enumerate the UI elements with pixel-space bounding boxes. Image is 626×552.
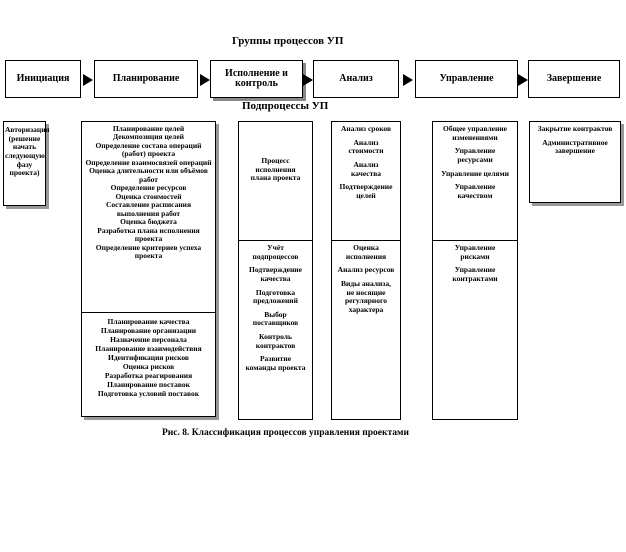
planning-item: Оценка стоимостей [115,191,182,201]
planning-item: Оценка длительности или объёмов работ [89,166,208,184]
phase-label: Исполнение и контроль [225,67,288,89]
management-column: Общее управление изменениями Управление … [432,121,518,420]
arrow-right-icon [403,74,413,86]
phase-label: Инициация [16,72,70,84]
planning-item: Оценка бюджета [120,217,177,227]
phase-label: Завершение [546,72,602,84]
phase-label: Анализ [339,72,373,84]
subprocesses-title: Подпроцессы УП [242,100,329,112]
management-item: Управление ресурсами [454,146,496,164]
planning-item: Идентификация рисков [108,353,189,362]
phase-label: Управление [439,72,494,84]
analysis-item: Анализ стоимости [348,137,384,156]
analysis-item: Анализ сроков [340,124,392,133]
arrow-right-icon [200,74,210,86]
planning-divider [82,312,215,313]
planning-item: Разработка плана исполнения проекта [97,225,200,244]
arrow-right-icon [83,74,93,86]
planning-item: Составление расписания выполнения работ [105,200,192,218]
analysis-column: Анализ сроков Анализ стоимости Анализ ка… [331,121,401,420]
planning-item: Определение критериев успеха проекта [95,242,202,261]
planning-item: Разработка реагирования [104,371,193,380]
planning-item: Определение состава операций (работ) про… [95,140,202,159]
planning-item: Оценка рисков [122,362,175,371]
arrow-right-icon [518,74,528,86]
diagram-title: Группы процессов УП [232,35,344,47]
phase-execution-control: Исполнение и контроль [210,60,303,98]
completion-item: Административное завершение [542,137,608,156]
execution-item: Развитие команды проекта [245,354,306,372]
planning-column: Планирование целей Декомпозиция целей Оп… [81,121,216,417]
phase-management: Управление [415,60,518,98]
management-item: Общее управление изменениями [443,124,507,142]
execution-item: Подтверждение качества [249,265,302,283]
management-item: Управление целями [441,168,509,178]
analysis-item: Анализ качества [350,159,382,178]
analysis-item: Подтверждение целей [339,182,393,200]
planning-item: Определение ресурсов [110,183,187,193]
planning-item: Назначение персонала [110,335,187,344]
phase-initiation: Инициация [5,60,81,98]
analysis-item: Виды анализа, не носящие регулярного хар… [341,278,391,314]
planning-item: Подготовка условий поставок [97,389,200,398]
initiation-column: Авторизация (решение начать следующую фа… [3,121,50,206]
execution-item: Выбор поставщиков [252,309,299,328]
management-divider [433,240,517,241]
completion-item: Закрытие контрактов [537,124,613,133]
analysis-item: Анализ ресурсов [337,265,395,275]
analysis-item: Оценка исполнения [345,243,387,261]
management-item: Управление рисками [454,243,496,261]
planning-item: Планирование организации [100,326,197,335]
analysis-divider [332,240,400,241]
execution-item: Учёт подпроцессов [252,243,299,261]
planning-item: Определение взаимосвязей операций [85,157,212,167]
arrow-right-icon [303,74,313,86]
planning-item: Планирование качества [107,317,190,326]
planning-item: Декомпозиция целей [112,132,184,142]
phase-label: Планирование [112,72,180,84]
management-item: Управление контрактами [452,265,498,283]
planning-item: Планирование целей [112,124,185,133]
execution-divider [239,240,312,241]
planning-item: Планирование взаимодействия [95,344,202,353]
execution-column: Процесс исполнения плана проекта Учёт по… [238,121,313,420]
planning-item: Планирование поставок [107,380,190,389]
execution-item: Подготовка предложений [253,287,298,306]
execution-item: Процесс исполнения плана проекта [250,156,301,183]
phase-planning: Планирование [94,60,198,98]
initiation-text: Авторизация (решение начать следующую фа… [5,125,50,178]
management-item: Управление качеством [454,182,496,200]
phase-completion: Завершение [528,60,620,98]
completion-column: Закрытие контрактов Административное зав… [529,121,621,203]
figure-caption: Рис. 8. Классификация процессов управлен… [162,428,409,438]
execution-item: Контроль контрактов [255,332,296,350]
phase-analysis: Анализ [313,60,399,98]
